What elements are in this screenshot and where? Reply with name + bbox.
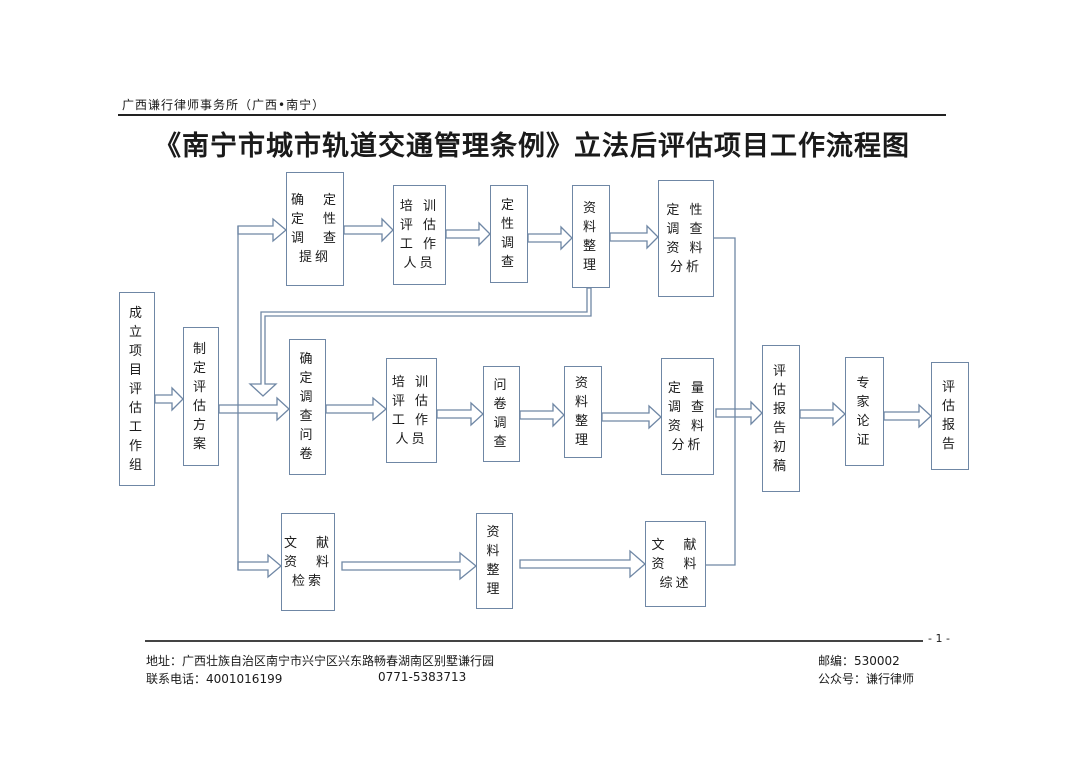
arrow-draft-to-expert [799,401,846,427]
merge-bracket [706,237,736,566]
node-final-report: 评 估 报 告 [931,362,969,470]
arrow-outline-to-training [343,217,394,243]
node-qual-data: 资 料 整 理 [572,185,610,288]
arrow-lit-data-to-review [519,549,646,579]
arrow-survey-to-data [527,225,573,251]
arrow-group-to-plan [154,386,184,412]
arrow-feedback-to-questionnaire [248,287,592,397]
node-lit-data: 资 料 整 理 [476,513,513,609]
node-qual-survey: 定 性 调 查 [490,185,528,283]
header-rule [118,114,946,116]
footer-rule [145,640,923,642]
footer-wechat: 公众号：谦行律师 [818,672,915,686]
arrow-plan-to-questionnaire [218,396,290,422]
node-quant-analysis: 定 量 调 查 资 料 分析 [661,358,714,475]
node-quant-questionnaire: 确 定 调 查 问 卷 [289,339,326,475]
arrow-questionnaire-survey-to-data [519,402,565,428]
arrow-expert-to-final [883,403,932,429]
node-qual-outline: 确 定 定 性 调 查 提纲 [286,172,344,286]
arrow-search-to-lit-data [341,551,478,581]
page-title: 《南宁市城市轨道交通管理条例》立法后评估项目工作流程图 [154,131,910,162]
node-quant-survey: 问 卷 调 查 [483,366,520,462]
footer-phone-2: 0771-5383713 [378,670,467,684]
page-number: - 1 - [928,632,950,645]
arrow-questionnaire-to-training [325,396,388,422]
arrow-training-to-survey [445,221,491,247]
arrow-branch-to-outline [237,217,288,243]
arrow-branch-to-search [237,553,283,579]
arrow-quant-data-to-analysis [601,404,662,430]
node-quant-data: 资 料 整 理 [564,366,602,458]
footer-postcode: 邮编：530002 [818,654,900,668]
footer-phone: 联系电话：4001016199 [146,672,283,686]
node-draft-report: 评 估 报 告 初 稿 [762,345,800,492]
node-setup-group: 成 立 项 目 评 估 工 作 组 [119,292,155,486]
node-quant-training: 培 训 评 估 工 作 人员 [386,358,437,463]
node-lit-review: 文 献 资 料 综述 [645,521,706,607]
firm-header: 广西谦行律师事务所（广西•南宁） [122,98,326,112]
node-expert-review: 专 家 论 证 [845,357,884,466]
node-lit-search: 文 献 资 料 检索 [281,513,335,611]
footer-address: 地址：广西壮族自治区南宁市兴宁区兴东路畅春湖南区别墅谦行园 [146,654,495,668]
node-qual-analysis: 定 性 调 查 资 料 分析 [658,180,714,297]
arrow-data-to-analysis [609,224,659,250]
node-qual-training: 培 训 评 估 工 作 人员 [393,185,446,285]
node-make-plan: 制 定 评 估 方 案 [183,327,219,466]
arrow-to-draft [715,400,763,426]
arrow-training-to-questionnaire-survey [436,401,484,427]
